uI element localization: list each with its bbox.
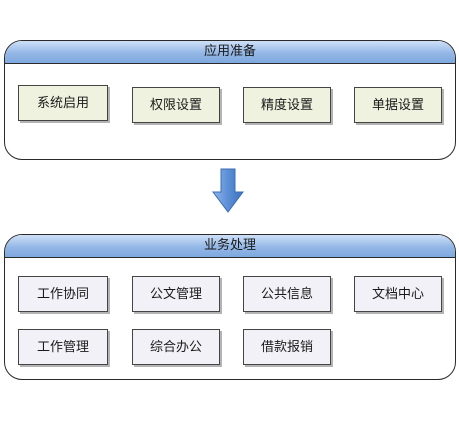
prep-box-system-enable[interactable]: 系统启用 xyxy=(18,85,108,121)
biz-box-work-management[interactable]: 工作管理 xyxy=(18,329,108,365)
prep-panel-title: 应用准备 xyxy=(5,41,455,64)
biz-box-work-collaboration[interactable]: 工作协同 xyxy=(18,276,108,312)
biz-box-loan-reimbursement[interactable]: 借款报销 xyxy=(243,329,331,365)
biz-box-public-information[interactable]: 公共信息 xyxy=(243,276,331,312)
biz-box-integrated-office[interactable]: 综合办公 xyxy=(132,329,220,365)
prep-box-precision-settings[interactable]: 精度设置 xyxy=(243,87,331,123)
prep-box-document-settings[interactable]: 单据设置 xyxy=(354,87,442,123)
down-arrow-icon xyxy=(212,168,244,213)
biz-box-official-documents[interactable]: 公文管理 xyxy=(132,276,220,312)
biz-panel-title: 业务处理 xyxy=(5,235,455,258)
biz-box-document-center[interactable]: 文档中心 xyxy=(354,276,442,312)
prep-box-permission-settings[interactable]: 权限设置 xyxy=(132,87,220,123)
